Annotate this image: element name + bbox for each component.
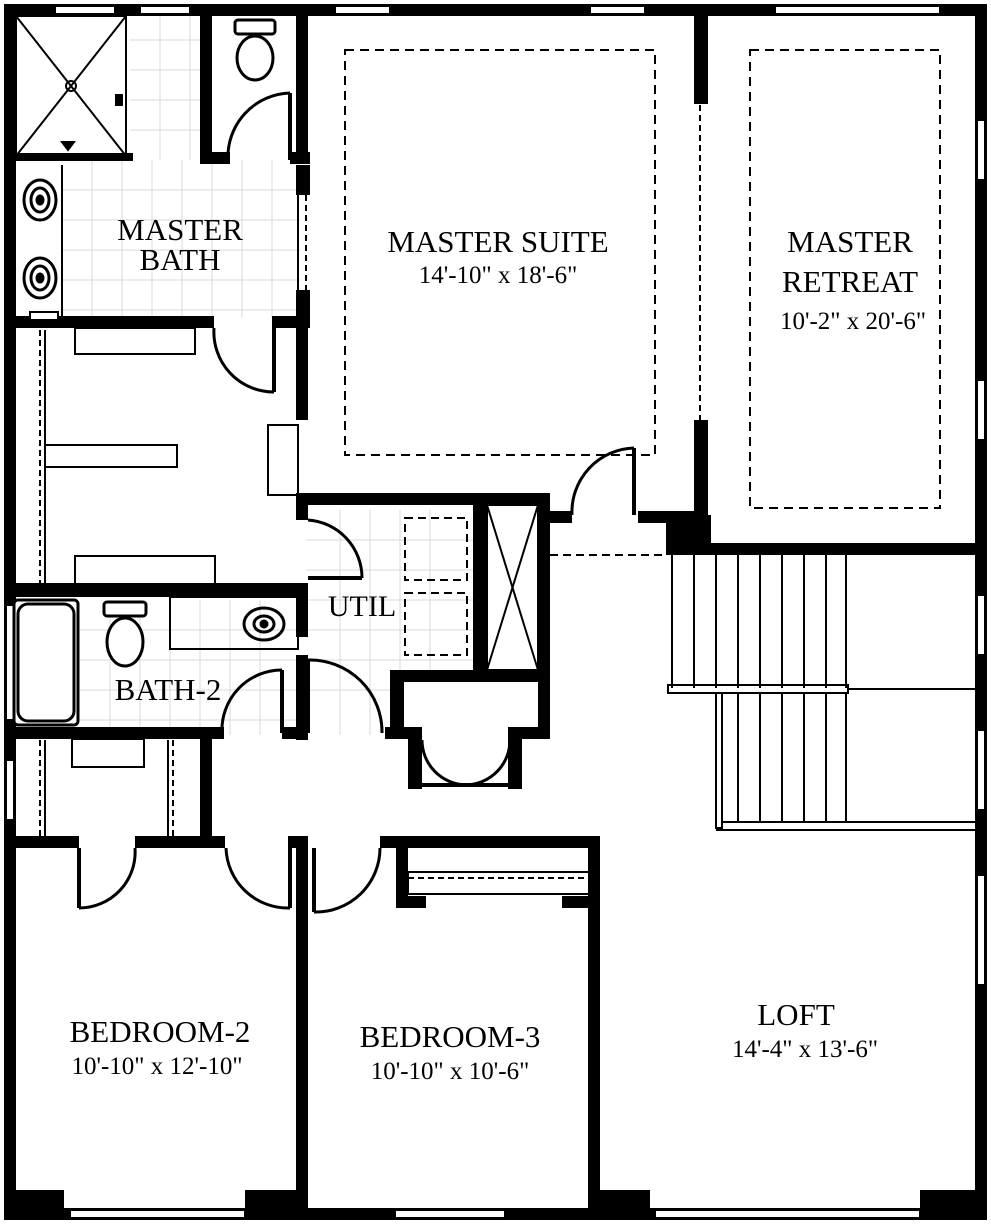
master-retreat-label-line1: MASTER	[787, 224, 913, 259]
thin-lines	[29, 105, 701, 895]
bedroom2-label: BEDROOM-2	[70, 1014, 251, 1049]
loft-dimensions: 14'-4" x 13'-6"	[732, 1036, 878, 1063]
bathtub-icon	[12, 598, 80, 727]
bath2-label: BATH-2	[115, 672, 222, 707]
master-bath-label-line2: BATH	[140, 242, 221, 277]
master-bath-label-line1: MASTER	[117, 212, 243, 247]
sink-icon	[22, 165, 63, 316]
master-suite-label: MASTER SUITE	[387, 224, 608, 259]
bedroom2-dimensions: 10'-10" x 12'-10"	[71, 1053, 242, 1080]
master-suite-dimensions: 14'-10" x 18'-6"	[419, 262, 578, 289]
tile-floor-bath2	[80, 600, 300, 735]
washer-icon	[404, 517, 468, 581]
util-label: UTIL	[328, 590, 396, 623]
ceiling-outlines	[344, 49, 941, 509]
interior-walls	[14, 14, 982, 1216]
tile-floor-util	[306, 510, 480, 735]
door-swing-icon	[77, 91, 636, 914]
shower-icon	[11, 15, 133, 161]
toilet-icon-bath2	[102, 600, 148, 668]
loft-label: LOFT	[757, 997, 835, 1032]
bedroom3-dimensions: 10'-10" x 10'-6"	[371, 1058, 530, 1085]
windows	[5, 5, 986, 1219]
staircase-icon	[667, 555, 975, 831]
sink-icon-bath2	[242, 606, 286, 642]
dryer-icon	[404, 592, 468, 656]
master-retreat-dimensions: 10'-2" x 20'-6"	[780, 308, 926, 335]
water-heater-icon	[486, 504, 539, 671]
tile-floor-master-bath	[62, 15, 302, 320]
bedroom3-label: BEDROOM-3	[360, 1019, 541, 1054]
toilet-icon	[233, 18, 277, 82]
master-retreat-label-line2: RETREAT	[782, 264, 918, 299]
